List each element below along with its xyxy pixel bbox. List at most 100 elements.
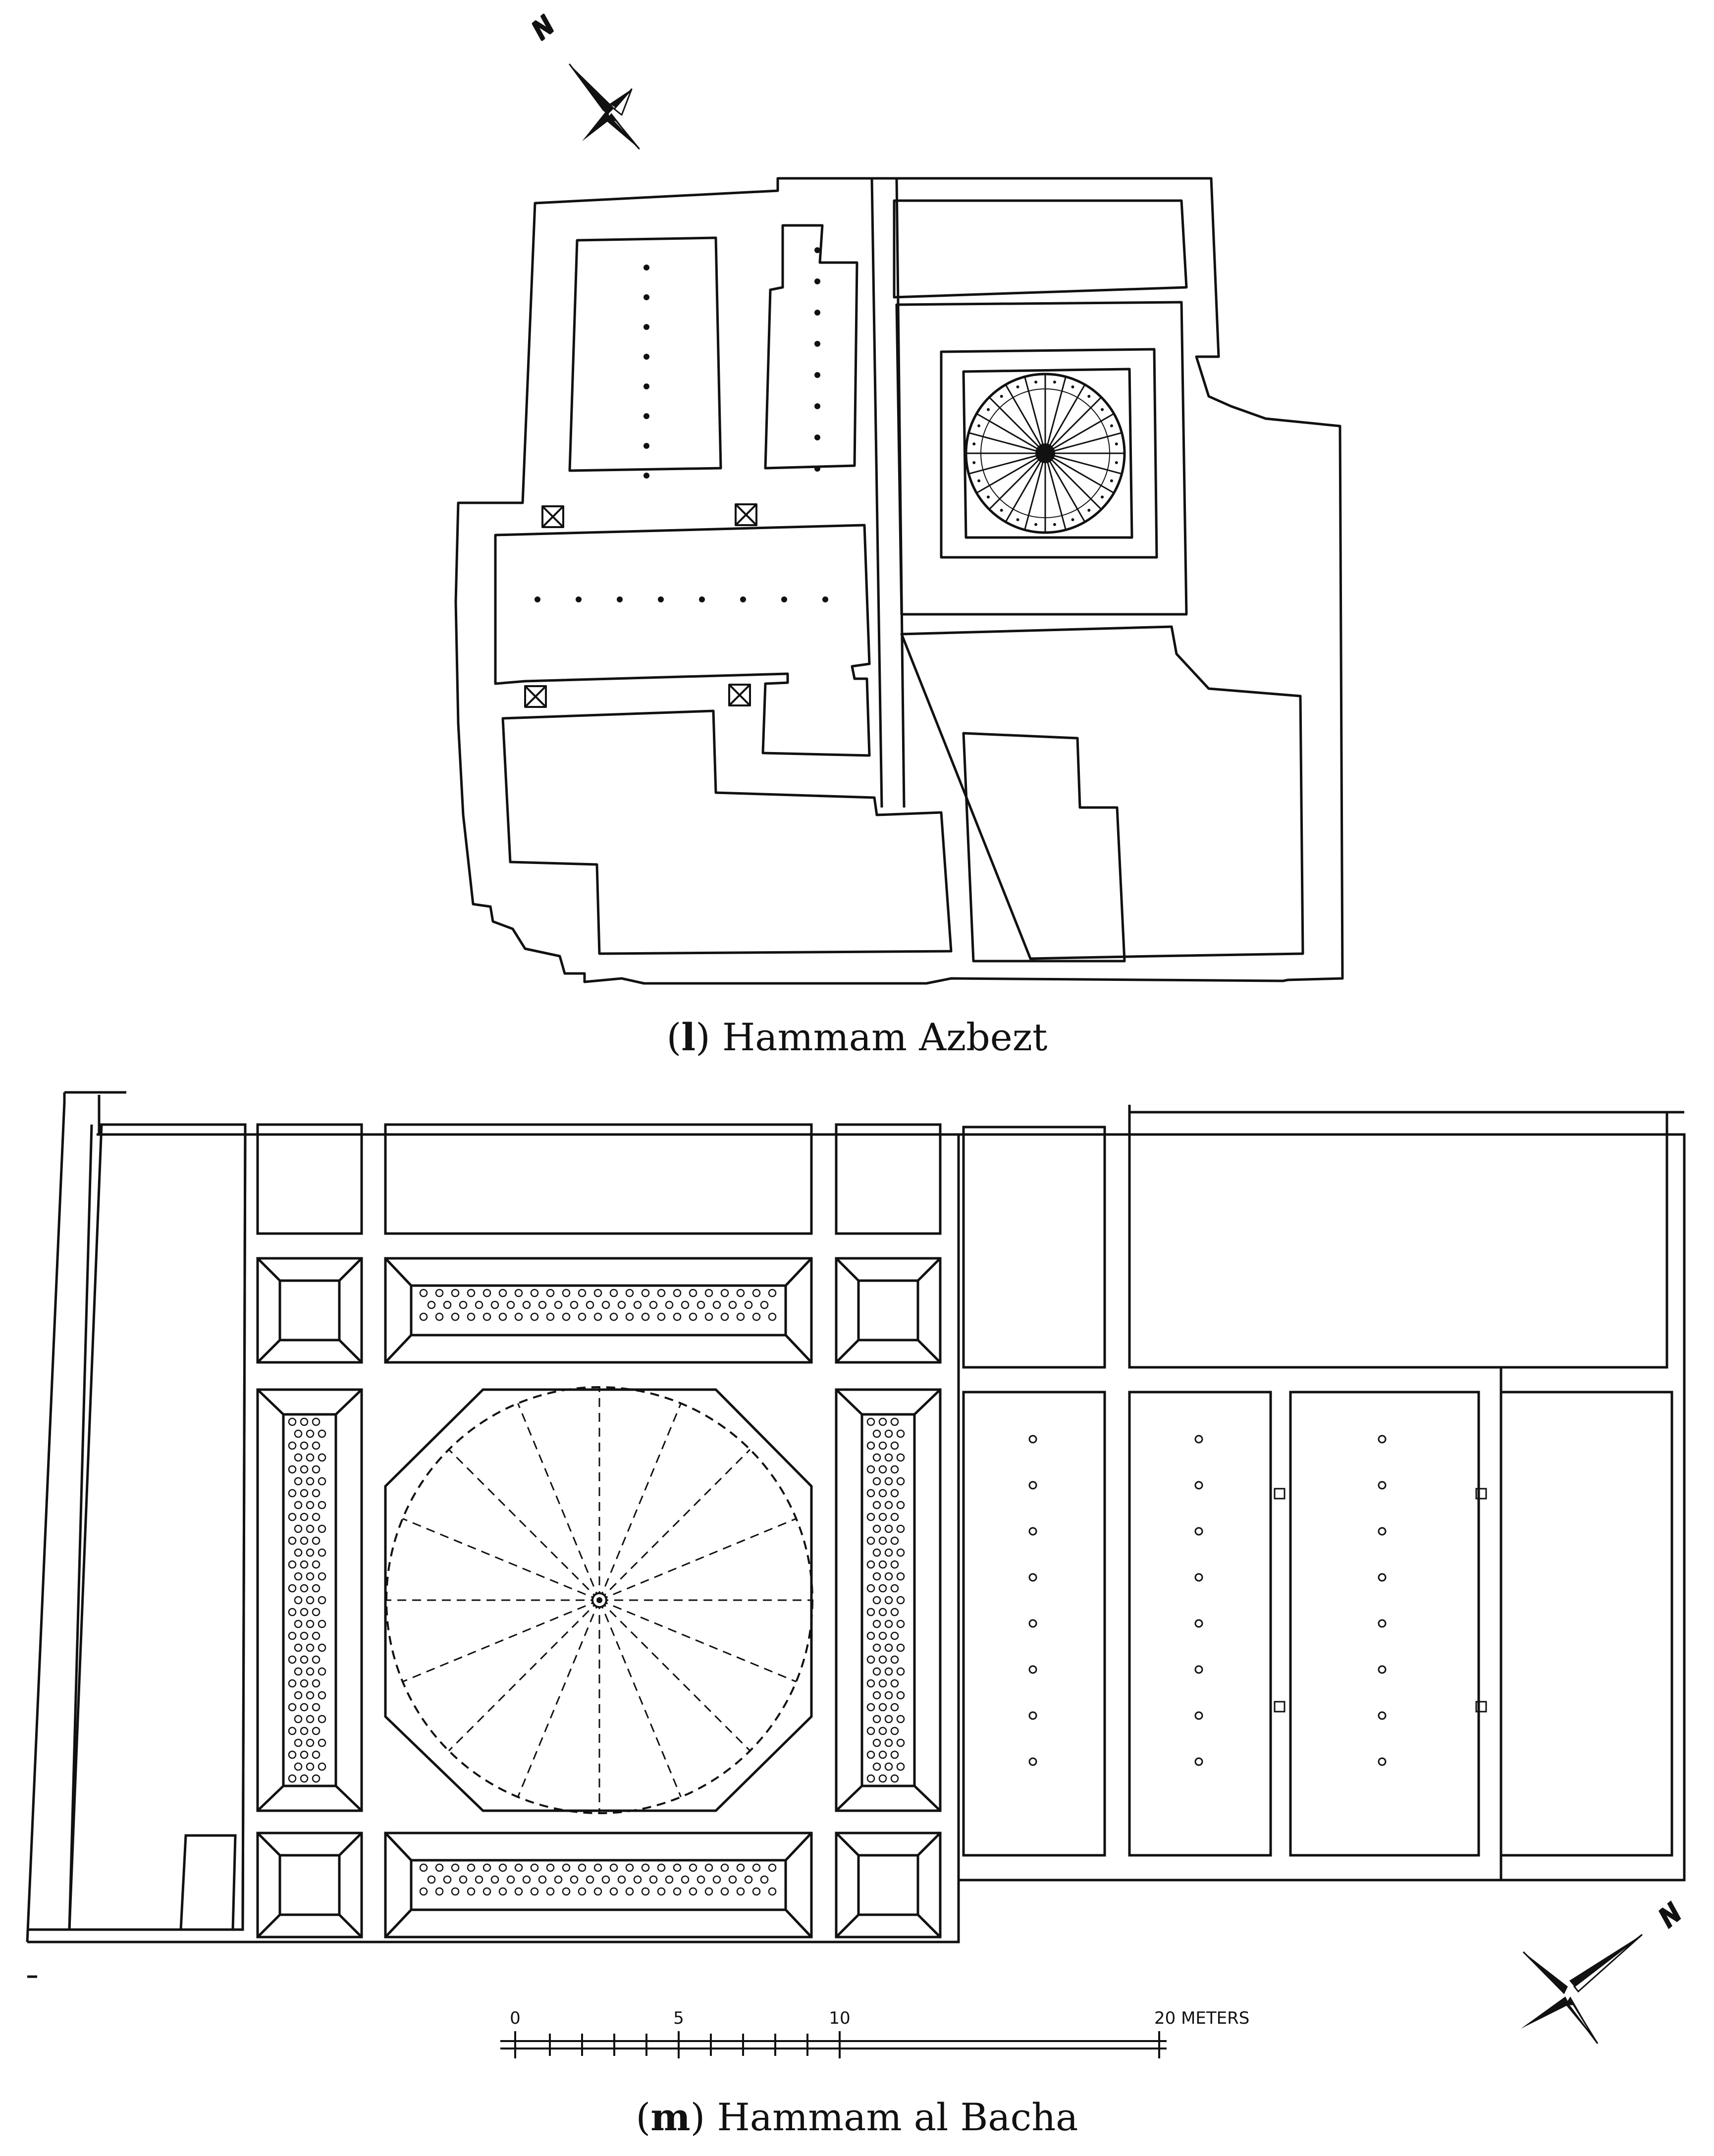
north-arrow-icon: N: [1521, 1897, 1688, 2044]
column-dot: [643, 354, 649, 360]
column-dot: [1028, 1665, 1037, 1674]
column-dot: [1028, 1757, 1037, 1766]
scale-tick-10: 10: [829, 2008, 850, 2028]
column-dot: [1028, 1711, 1037, 1720]
column-dot: [1378, 1527, 1387, 1536]
column-dots: [535, 247, 828, 602]
west-block-wall: [27, 1134, 960, 1943]
room-east-2: [1128, 1391, 1272, 1857]
column-dot: [814, 372, 820, 378]
column-dot: [1194, 1711, 1203, 1720]
column-dot: [1028, 1527, 1037, 1536]
scale-tick-5: 5: [673, 2008, 684, 2028]
room-colonnade-east: [764, 224, 858, 470]
column-dot: [643, 294, 649, 300]
column-dot: [643, 473, 649, 479]
column-dot: [1028, 1481, 1037, 1490]
caption-m: (m) Hammam al Bacha: [636, 2095, 1078, 2139]
dome-icon: [964, 373, 1126, 534]
scale-tick-0: 0: [510, 2008, 521, 2028]
column-dot: [814, 434, 820, 440]
column-dot: [1028, 1619, 1037, 1628]
caption-l-name: Hammam Azbezt: [722, 1015, 1047, 1059]
room-south-east-inner: [962, 732, 1126, 963]
column-dot: [1378, 1619, 1387, 1628]
column-dot: [576, 596, 582, 602]
scale-tick-20: 20 METERS: [1154, 2008, 1249, 2028]
room-east-top-1: [962, 1126, 1106, 1369]
column-dot: [1194, 1435, 1203, 1444]
room-north-east: [893, 199, 1188, 299]
column-dot: [658, 596, 664, 602]
column-dot: [1194, 1665, 1203, 1674]
column-dot: [781, 596, 787, 602]
column-dot: [1378, 1665, 1387, 1674]
bench-vertical: [256, 1388, 942, 1812]
room-domed: [895, 301, 1188, 616]
column-dot: [1378, 1435, 1387, 1444]
room-east-1: [962, 1391, 1106, 1857]
column-dot: [822, 596, 828, 602]
niche-marker: [1274, 1488, 1487, 1713]
column-dot: [814, 466, 820, 472]
column-dot: [643, 443, 649, 449]
north-label: N: [1654, 1898, 1687, 1932]
caption-l-letter: l: [681, 1015, 696, 1059]
column-dot: [617, 596, 623, 602]
room-octagonal-dome: [384, 1388, 813, 1812]
central-wall: [870, 178, 883, 808]
bench-dots: [288, 1289, 905, 1896]
column-dot: [643, 324, 649, 330]
column-dot: [814, 247, 820, 253]
north-label: N: [527, 11, 560, 45]
column-dot: [1378, 1757, 1387, 1766]
room-east-3: [1289, 1391, 1480, 1857]
plan-hammam-al-bacha: N: [26, 1091, 1688, 2044]
room-central-hall: [494, 524, 871, 757]
bench-horizontal: [384, 1257, 813, 1939]
caption-l: (l) Hammam Azbezt: [667, 1015, 1048, 1059]
north-arrow-icon: N: [526, 9, 640, 150]
corner-bay: [256, 1257, 942, 1939]
caption-m-letter: m: [650, 2095, 690, 2139]
column-dot: [1378, 1711, 1387, 1720]
column-dot: [699, 596, 705, 602]
column-dot: [740, 596, 746, 602]
column-dot: [1194, 1481, 1203, 1490]
column-dot: [1194, 1619, 1203, 1628]
column-dot: [814, 310, 820, 316]
column-dot: [1194, 1527, 1203, 1536]
dome-icon: [386, 1387, 812, 1813]
column-dot: [643, 265, 649, 270]
pillar-marker: [524, 503, 757, 708]
column-dot: [1028, 1573, 1037, 1582]
room-west-small: [179, 1834, 237, 1931]
column-dot: [1378, 1573, 1387, 1582]
room-top-3: [835, 1123, 942, 1235]
column-dot: [814, 403, 820, 409]
room-east-4: [1500, 1391, 1673, 1857]
column-dot: [535, 596, 540, 602]
column-dot: [814, 341, 820, 347]
column-dot: [1194, 1573, 1203, 1582]
room-east-hall: [1128, 1111, 1668, 1369]
room-colonnade-west: [568, 236, 722, 472]
room-top-2: [384, 1123, 813, 1235]
column-dots: [1028, 1435, 1387, 1766]
column-dot: [1378, 1481, 1387, 1490]
room-west-passage: [68, 1123, 247, 1931]
column-dot: [814, 278, 820, 284]
scale-bar: [500, 2031, 1167, 2058]
plan-hammam-azbezt: N: [454, 9, 1344, 985]
column-dot: [1028, 1435, 1037, 1444]
west-entry-wall: [26, 1092, 66, 1942]
room-top-1: [256, 1123, 363, 1235]
caption-m-name: Hammam al Bacha: [717, 2095, 1078, 2139]
column-dot: [1194, 1757, 1203, 1766]
outer-wall: [454, 177, 1344, 985]
room-south-east: [900, 625, 1304, 960]
column-dot: [643, 413, 649, 419]
room-south-west: [501, 709, 953, 955]
column-dot: [643, 383, 649, 389]
